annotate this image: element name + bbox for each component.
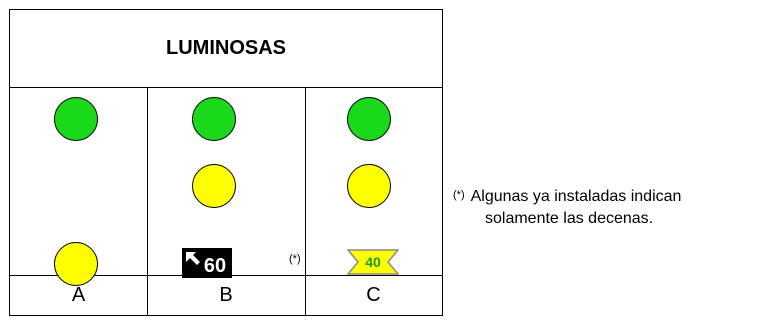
green-light-a xyxy=(54,97,98,141)
table-header: LUMINOSAS xyxy=(10,10,442,88)
column-label-a: A xyxy=(71,283,86,306)
column-divider xyxy=(305,87,306,315)
green-light-c xyxy=(347,97,391,141)
diagonal-arrow-icon xyxy=(186,252,200,265)
column-label-c: C xyxy=(366,283,381,306)
footnote-line-1: Algunas ya instaladas indican xyxy=(470,188,682,205)
yellow-light-b xyxy=(192,164,236,208)
speed-sign-40: 40 xyxy=(347,249,399,275)
speed-sign-60: 60 xyxy=(182,248,232,278)
column-divider xyxy=(147,87,148,315)
footnote-marker-b: (*) xyxy=(289,253,301,265)
footnote-marker: (*) xyxy=(453,189,465,201)
footnote-line-2: solamente las decenas. xyxy=(485,210,654,227)
sign-40-value: 40 xyxy=(365,254,381,270)
footnote: (*) Algunas ya instaladas indican solamen… xyxy=(453,186,681,230)
yellow-light-c xyxy=(347,164,391,208)
column-label-b: B xyxy=(219,283,233,306)
sign-60-value: 60 xyxy=(204,255,226,277)
yellow-light-a xyxy=(54,242,98,286)
green-light-b xyxy=(192,97,236,141)
